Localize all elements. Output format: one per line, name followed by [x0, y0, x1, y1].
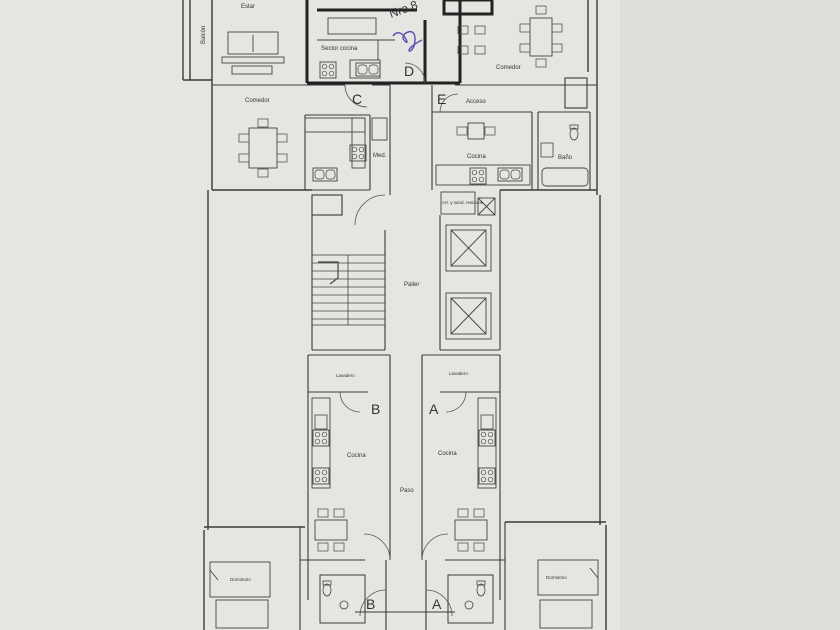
- label-med: Med.: [373, 153, 387, 159]
- label-bano: Baño: [558, 155, 573, 161]
- dining-table-right: [519, 5, 563, 68]
- label-comedor-left: Comedor: [245, 98, 270, 104]
- unit-c-walls: [212, 84, 390, 191]
- label-comedor-right: Comedor: [496, 65, 521, 71]
- label-dormitorio-left: Dormitorio: [230, 577, 251, 582]
- label-acceso: Acceso: [466, 99, 486, 105]
- dining-table-left: [238, 118, 288, 178]
- unit-e-walls: [431, 77, 597, 190]
- elevators: [440, 191, 496, 340]
- unit-letter-a-upper: A: [429, 401, 439, 417]
- label-dormitorio-right: Dormitorio: [546, 575, 567, 580]
- label-estar: Estar: [241, 4, 255, 10]
- sofa: [221, 31, 285, 75]
- unit-d-walls: [305, 0, 494, 85]
- unit-letter-b-lower: B: [366, 596, 375, 612]
- label-paso: Paso: [400, 488, 414, 494]
- dormitorio-beds: [209, 559, 599, 629]
- label-art-sanit: Art. y sand. residuos: [442, 200, 484, 205]
- label-balcon: Balcón: [201, 26, 207, 44]
- label-cocina-a: Cocina: [438, 451, 457, 457]
- lower-unit-walls: [299, 354, 506, 630]
- handwritten-scribble: [392, 31, 423, 52]
- label-lavadero-a: Lavadero: [449, 371, 468, 376]
- label-cocina-b: Cocina: [347, 453, 366, 459]
- label-sector-cocina: Sector cocina: [321, 46, 358, 52]
- label-cocina-e: Cocina: [467, 154, 486, 160]
- label-lavadero-b: Lavadero: [336, 373, 355, 378]
- unit-letter-d: D: [404, 63, 414, 79]
- staircase: [311, 254, 386, 326]
- unit-letter-e: E: [437, 91, 446, 107]
- unit-letter-a-lower: A: [432, 596, 442, 612]
- label-palier: Palier: [404, 282, 419, 288]
- unit-letter-c: C: [352, 91, 362, 107]
- unit-letter-b-upper: B: [371, 401, 380, 417]
- outer-walls: [182, 0, 607, 630]
